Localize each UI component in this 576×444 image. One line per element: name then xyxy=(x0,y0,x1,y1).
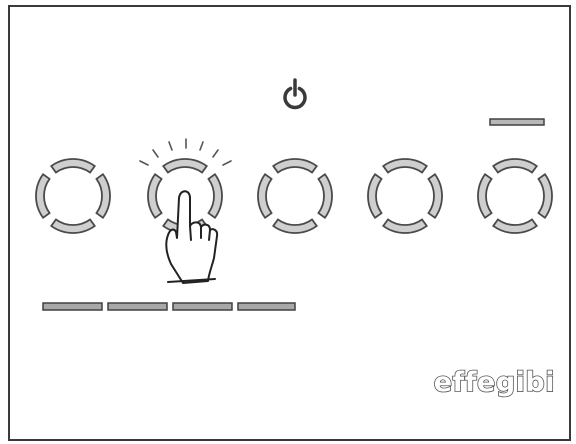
ring-segment xyxy=(49,218,97,234)
level-bar-1 xyxy=(42,302,103,311)
panel-frame xyxy=(8,5,571,441)
ring-segment xyxy=(95,172,111,220)
button-ring-1[interactable] xyxy=(35,158,111,234)
ring-segment xyxy=(317,172,333,220)
ring-segment xyxy=(477,172,493,220)
ring-segment xyxy=(35,172,51,220)
button-ring-power[interactable] xyxy=(257,158,333,234)
ring-segment xyxy=(427,172,443,220)
brand-logo: effegibi xyxy=(434,367,555,398)
minus-icon xyxy=(489,118,545,126)
button-ring-minus[interactable] xyxy=(477,158,553,234)
press-glow-rays xyxy=(139,138,232,166)
ring-segment xyxy=(491,218,539,234)
ring-segment xyxy=(381,158,429,174)
ring-segment xyxy=(381,218,429,234)
level-bar-4 xyxy=(237,302,296,311)
level-bar-3 xyxy=(172,302,233,311)
button-ring-4[interactable] xyxy=(367,158,443,234)
ring-segment xyxy=(271,218,319,234)
ring-segment xyxy=(367,172,383,220)
ring-segment xyxy=(161,158,209,174)
ring-segment xyxy=(537,172,553,220)
ring-segment xyxy=(491,158,539,174)
pointing-hand-icon xyxy=(165,190,219,284)
power-icon xyxy=(283,78,307,110)
ring-segment xyxy=(257,172,273,220)
ring-segment xyxy=(271,158,319,174)
ring-segment xyxy=(207,172,223,220)
ring-segment xyxy=(49,158,97,174)
level-bar-2 xyxy=(107,302,168,311)
ring-segment xyxy=(147,172,163,220)
